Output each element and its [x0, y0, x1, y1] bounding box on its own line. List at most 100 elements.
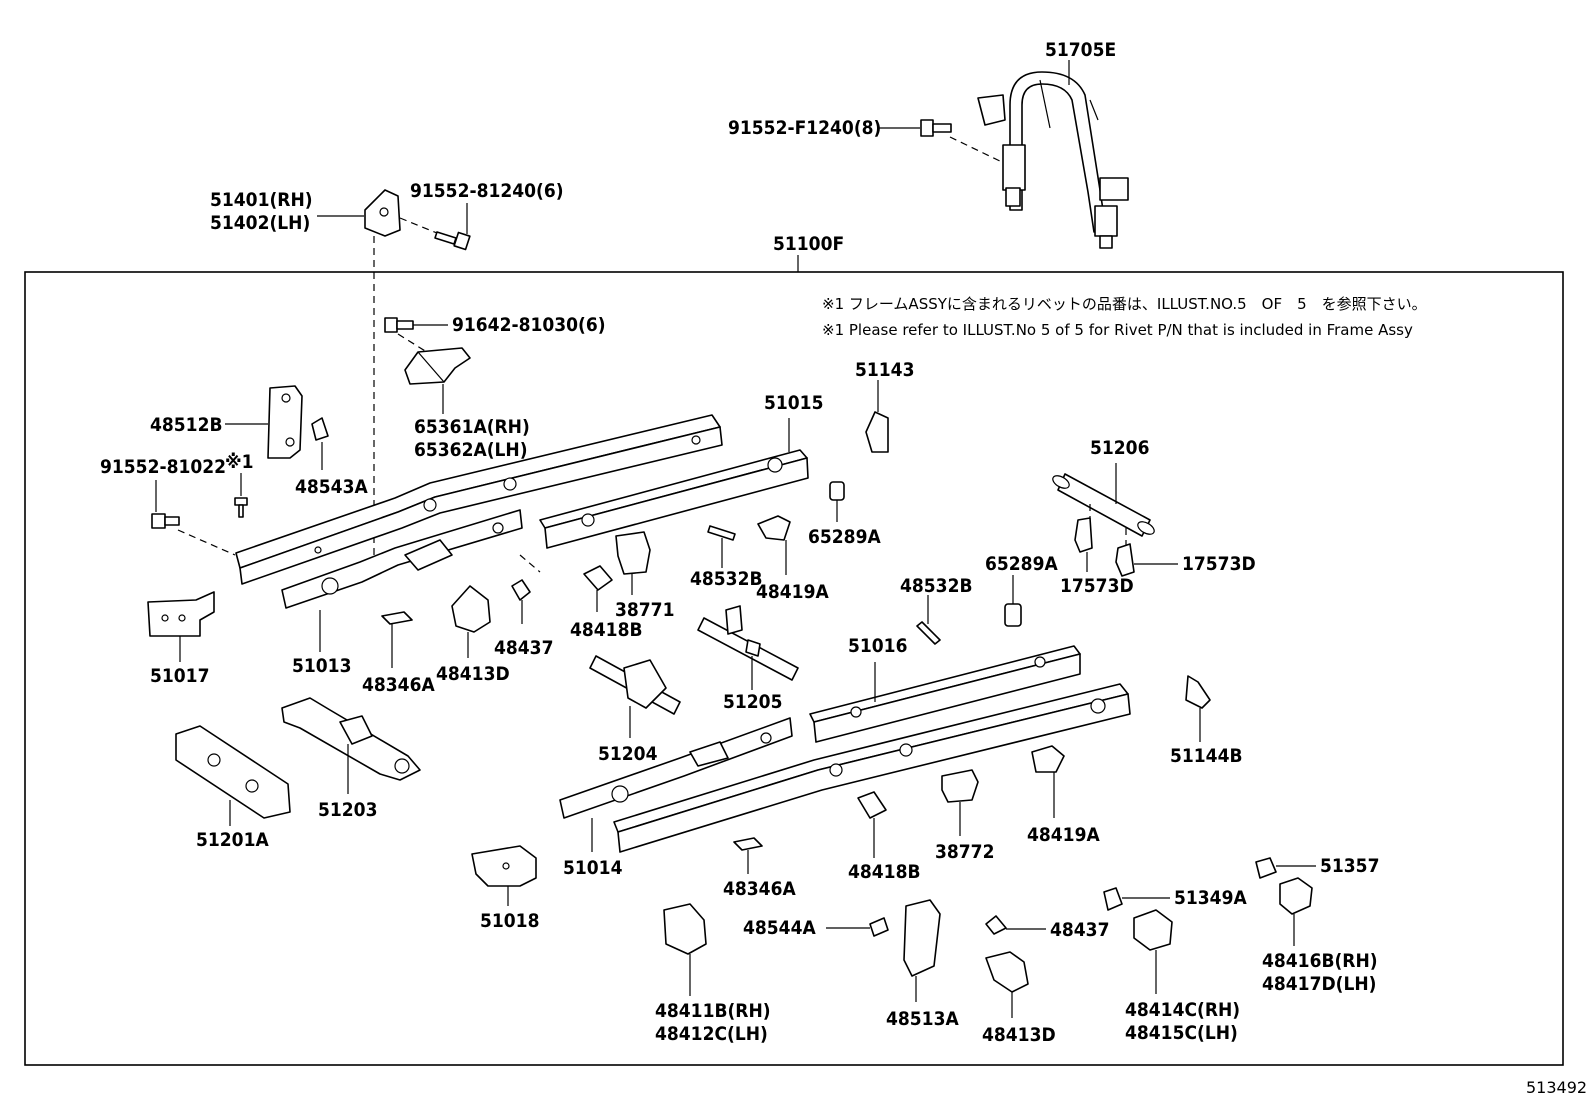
part-51203-hanger [281, 697, 421, 781]
label-65362A[interactable]: 65362A(LH) [414, 439, 528, 461]
label-48413D-1[interactable]: 48413D [436, 663, 510, 685]
part-51401-bracket [364, 189, 401, 237]
label-51144B[interactable]: 51144B [1170, 745, 1243, 767]
part-48413D-bracket-1 [451, 585, 491, 633]
label-48512B[interactable]: 48512B [150, 414, 223, 436]
label-48418B-1[interactable]: 48418B [570, 619, 643, 641]
label-48437-1[interactable]: 48437 [494, 637, 553, 659]
label-65361A[interactable]: 65361A(RH) [414, 416, 530, 438]
label-51015[interactable]: 51015 [764, 392, 823, 414]
bolt-91552-F1240 [920, 119, 952, 137]
part-48413D-bracket-2 [985, 951, 1029, 993]
bolt-91642-81030 [384, 317, 414, 333]
part-48532B-pin-1 [707, 525, 736, 541]
label-91642-81030[interactable]: 91642-81030(6) [452, 314, 606, 336]
label-91552-81240[interactable]: 91552-81240(6) [410, 180, 564, 202]
label-51402[interactable]: 51402(LH) [210, 212, 310, 234]
label-51203[interactable]: 51203 [318, 799, 377, 821]
label-51204[interactable]: 51204 [598, 743, 658, 765]
part-side-rail-lower [613, 683, 1131, 853]
label-48532B-1[interactable]: 48532B [690, 568, 763, 590]
label-48419A-2[interactable]: 48419A [1027, 824, 1100, 846]
label-48346A-2[interactable]: 48346A [723, 878, 796, 900]
label-48513A[interactable]: 48513A [886, 1008, 959, 1030]
part-side-rail-upper [235, 414, 723, 585]
part-48346A-plate-1 [381, 611, 413, 625]
part-51349A-stop [1103, 887, 1123, 911]
label-91552-F1240[interactable]: 91552-F1240(8) [728, 117, 881, 139]
label-48346A-1[interactable]: 48346A [362, 674, 435, 696]
label-51401[interactable]: 51401(RH) [210, 189, 313, 211]
label-51205[interactable]: 51205 [723, 691, 782, 713]
label-48418B-2[interactable]: 48418B [848, 861, 921, 883]
part-17573D-bracket-2 [1115, 543, 1135, 577]
label-51206[interactable]: 51206 [1090, 437, 1149, 459]
label-51014[interactable]: 51014 [563, 857, 623, 879]
label-48544A[interactable]: 48544A [743, 917, 816, 939]
frame-assy-boundary [24, 271, 1564, 1066]
part-51201A-crossmember [175, 725, 291, 819]
part-51016-crossmember [809, 645, 1081, 743]
label-91552-81022[interactable]: 91552-81022 [100, 456, 226, 478]
part-48411B-bracket [663, 903, 707, 955]
label-51100F[interactable]: 51100F [773, 233, 844, 255]
illustration-number: 513492 [1526, 1078, 1587, 1097]
note-english: ※1 Please refer to ILLUST.No 5 of 5 for … [822, 321, 1413, 339]
label-38772[interactable]: 38772 [935, 841, 994, 863]
part-17573D-bracket-1 [1074, 517, 1093, 553]
label-48415C[interactable]: 48415C(LH) [1125, 1022, 1238, 1044]
rivet-mark [234, 497, 248, 518]
part-48419A-bracket-1 [757, 515, 791, 541]
label-51705E[interactable]: 51705E [1045, 39, 1116, 61]
label-65289A-2[interactable]: 65289A [985, 553, 1058, 575]
label-65289A-1[interactable]: 65289A [808, 526, 881, 548]
part-51204-shaft [589, 655, 681, 715]
label-51018[interactable]: 51018 [480, 910, 539, 932]
label-51349A[interactable]: 51349A [1174, 887, 1247, 909]
label-48414C[interactable]: 48414C(RH) [1125, 999, 1240, 1021]
part-51705E-bumper-bar [977, 71, 1129, 249]
part-51015-crossmember [539, 449, 809, 549]
part-38771-bracket [615, 531, 651, 575]
label-51016[interactable]: 51016 [848, 635, 907, 657]
label-rivet-mark[interactable]: ※1 [225, 451, 254, 473]
label-48411B[interactable]: 48411B(RH) [655, 1000, 771, 1022]
part-48346A-plate-2 [733, 837, 763, 851]
part-48543A-clip [311, 417, 329, 441]
label-48412C[interactable]: 48412C(LH) [655, 1023, 768, 1045]
bolt-91552-81240 [434, 231, 471, 251]
part-48513A-pad [903, 899, 941, 977]
part-48512B-pad [267, 385, 303, 459]
part-51013-crossmember [281, 509, 523, 609]
part-48414C-bracket [1133, 909, 1173, 951]
part-51205-shaft [697, 605, 799, 681]
label-51357[interactable]: 51357 [1320, 855, 1379, 877]
bolt-91552-81022 [151, 513, 180, 529]
label-48416B[interactable]: 48416B(RH) [1262, 950, 1378, 972]
part-48416B-bracket [1279, 877, 1313, 915]
label-48543A[interactable]: 48543A [295, 476, 368, 498]
label-48419A-1[interactable]: 48419A [756, 581, 829, 603]
part-48418B-bracket-2 [857, 791, 887, 819]
part-51357-stop [1255, 857, 1277, 879]
label-48417D[interactable]: 48417D(LH) [1262, 973, 1376, 995]
part-65289A-bushing-1 [829, 481, 845, 501]
part-48437-clip-2 [985, 915, 1007, 935]
label-17573D-1[interactable]: 17573D [1060, 575, 1134, 597]
label-51201A[interactable]: 51201A [196, 829, 269, 851]
label-51017[interactable]: 51017 [150, 665, 209, 687]
label-17573D-2[interactable]: 17573D [1182, 553, 1256, 575]
label-48532B-2[interactable]: 48532B [900, 575, 973, 597]
part-51206-tube [1052, 473, 1155, 537]
label-51013[interactable]: 51013 [292, 655, 351, 677]
label-48413D-2[interactable]: 48413D [982, 1024, 1056, 1046]
note-japanese: ※1 フレームASSYに含まれるリベットの品番は、ILLUST.NO.5 OF … [822, 295, 1427, 313]
label-48437-2[interactable]: 48437 [1050, 919, 1109, 941]
part-38772-bracket [941, 769, 979, 803]
part-51144B-gusset [1185, 675, 1211, 709]
part-48532B-pin-2 [916, 621, 941, 645]
label-51143[interactable]: 51143 [855, 359, 914, 381]
label-38771[interactable]: 38771 [615, 599, 674, 621]
part-48418B-bracket-1 [583, 565, 613, 591]
